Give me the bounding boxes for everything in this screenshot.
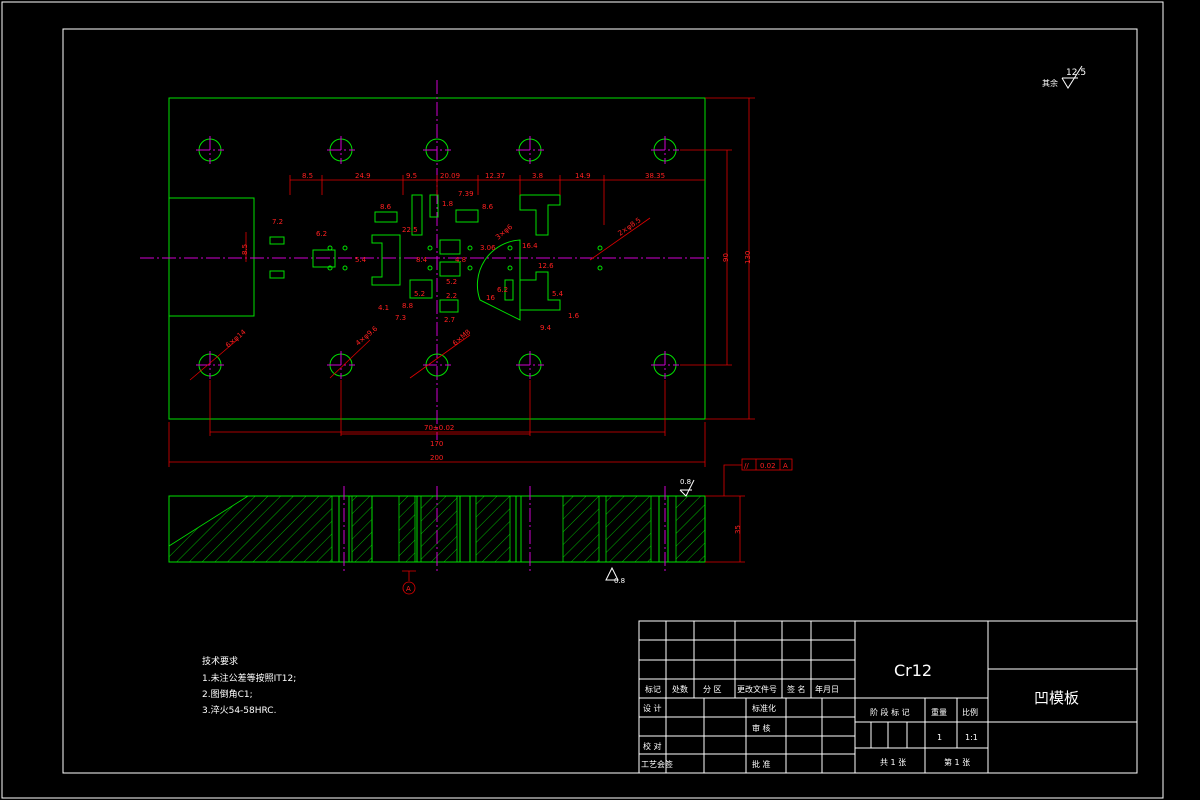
tolerance-symbol: //: [744, 462, 749, 470]
dim-text: 4.1: [378, 304, 389, 312]
dim-text: 4.8: [455, 256, 466, 264]
die-cavities: [269, 194, 603, 321]
approve-cell: 批 准: [752, 759, 771, 769]
dim-text: 16.4: [522, 242, 538, 250]
tolerance-value: 0.02: [760, 462, 776, 470]
dim-text: 3.06: [480, 244, 496, 252]
roughness-label: 其余: [1042, 78, 1058, 88]
header-cell: 处数: [672, 684, 688, 694]
dim-text: 6×M8: [451, 328, 472, 348]
dim-text: 8.5: [241, 244, 249, 255]
dim-text: 7.3: [395, 314, 406, 322]
roughness-top-mark: [679, 479, 695, 497]
dim-text: 12.6: [538, 262, 554, 270]
dim-text: 6.2: [316, 230, 327, 238]
roughness-mark: [1061, 65, 1083, 89]
dim-text: 20.09: [440, 172, 460, 180]
roughness-bottom-mark: [605, 566, 619, 581]
header-cell: 标记: [645, 684, 661, 694]
dim-text: 2×φ8.5: [617, 216, 643, 238]
dim-text: 6.2: [497, 286, 508, 294]
dim-text: 170: [430, 440, 443, 448]
weight-cell: 重量: [931, 707, 947, 717]
dim-text: 8.8: [402, 302, 413, 310]
dim-text: 5.2: [414, 290, 425, 298]
dim-text: 8.4: [416, 256, 428, 264]
dim-text: 12.37: [485, 172, 505, 180]
note-item: 1.未注公差等按照IT12;: [202, 672, 296, 684]
tolerance-frame: // 0.02 A: [723, 458, 793, 496]
header-cell: 年月日: [815, 684, 839, 694]
dim-text: 38.35: [645, 172, 665, 180]
scale-cell: 比例: [962, 707, 978, 717]
notes-title: 技术要求: [202, 655, 238, 667]
scale-value: 1:1: [965, 733, 978, 742]
dim-text: 14.9: [575, 172, 591, 180]
sheet-inner-border: [62, 28, 1138, 774]
dim-text: 3.8: [532, 172, 543, 180]
tolerance-datum: A: [783, 462, 788, 470]
dim-text: 5.2: [446, 278, 457, 286]
left-slot: [168, 197, 255, 317]
dim-text: 8.6: [482, 203, 494, 211]
dim-text: 8.5: [302, 172, 313, 180]
process-cell: 工艺会签: [641, 759, 673, 769]
dim-text: 22.5: [402, 226, 418, 234]
header-cell: 更改文件号: [737, 684, 777, 694]
dim-text: 1.6: [568, 312, 580, 320]
section-view: 35 0.8 0.8 A // 0.02 A: [168, 458, 793, 595]
dim-text: 6×φ14: [224, 328, 248, 350]
bolt-holes-top: [196, 136, 679, 164]
dim-text: 3×φ6: [494, 223, 514, 242]
dim-text: 16: [486, 294, 495, 302]
review-cell: 审 核: [752, 723, 771, 733]
thickness-dim: 35: [734, 525, 742, 534]
sheet-number: 第 1 张: [944, 757, 970, 767]
dim-text: 9.5: [406, 172, 417, 180]
dim-text: 24.9: [355, 172, 371, 180]
total-sheets: 共 1 张: [880, 758, 906, 767]
dimension-lines: [168, 97, 755, 467]
sheet-outer-border: [1, 1, 1164, 799]
dim-text: 9.4: [540, 324, 552, 332]
dim-text: 5.4: [355, 256, 367, 264]
technical-notes: 技术要求 1.未注公差等按照IT12; 2.图倒角C1; 3.淬火54-58HR…: [202, 655, 296, 716]
check-cell: 校 对: [643, 741, 662, 751]
part-name-text: 凹模板: [1034, 689, 1079, 707]
standard-cell: 标准化: [752, 703, 776, 713]
material-text: Cr12: [894, 661, 932, 680]
design-cell: 设 计: [643, 703, 662, 713]
datum-label: A: [406, 585, 411, 593]
dim-text: 4×φ9.6: [354, 324, 380, 347]
dim-text: 90: [722, 253, 730, 262]
header-cell: 分 区: [703, 685, 722, 694]
dim-text: 5.4: [552, 290, 564, 298]
dim-text: 1.8: [442, 200, 453, 208]
dim-text: 130: [744, 251, 752, 264]
roughness-symbol-general: 其余 12.5: [1042, 65, 1086, 89]
bolt-holes-bottom: [196, 351, 679, 379]
dim-text: 200: [430, 454, 443, 462]
header-cell: 签 名: [787, 684, 806, 694]
stage-cell: 阶 段 标 记: [870, 707, 910, 717]
dim-text: 2.7: [444, 316, 455, 324]
weight-value: 1: [937, 733, 942, 742]
note-item: 2.图倒角C1;: [202, 688, 253, 700]
roughness-value: 12.5: [1066, 68, 1086, 78]
title-block: Cr12 凹模板 标记 处数 分 区 更改文件号 签 名 年月日 设 计 标准化…: [638, 620, 1138, 774]
roughness-top-value: 0.8: [680, 478, 691, 486]
dim-text: 70±0.02: [424, 424, 454, 432]
roughness-bottom-value: 0.8: [614, 577, 625, 585]
note-item: 3.淬火54-58HRC.: [202, 704, 276, 716]
dim-text: 8.6: [380, 203, 392, 211]
dim-text: 7.39: [458, 190, 474, 198]
dim-text: 2.2: [446, 292, 457, 300]
plan-view: 8.5 24.9 9.5 20.09 12.37 3.8 14.9 38.35 …: [140, 80, 755, 467]
dim-text: 7.2: [272, 218, 283, 226]
